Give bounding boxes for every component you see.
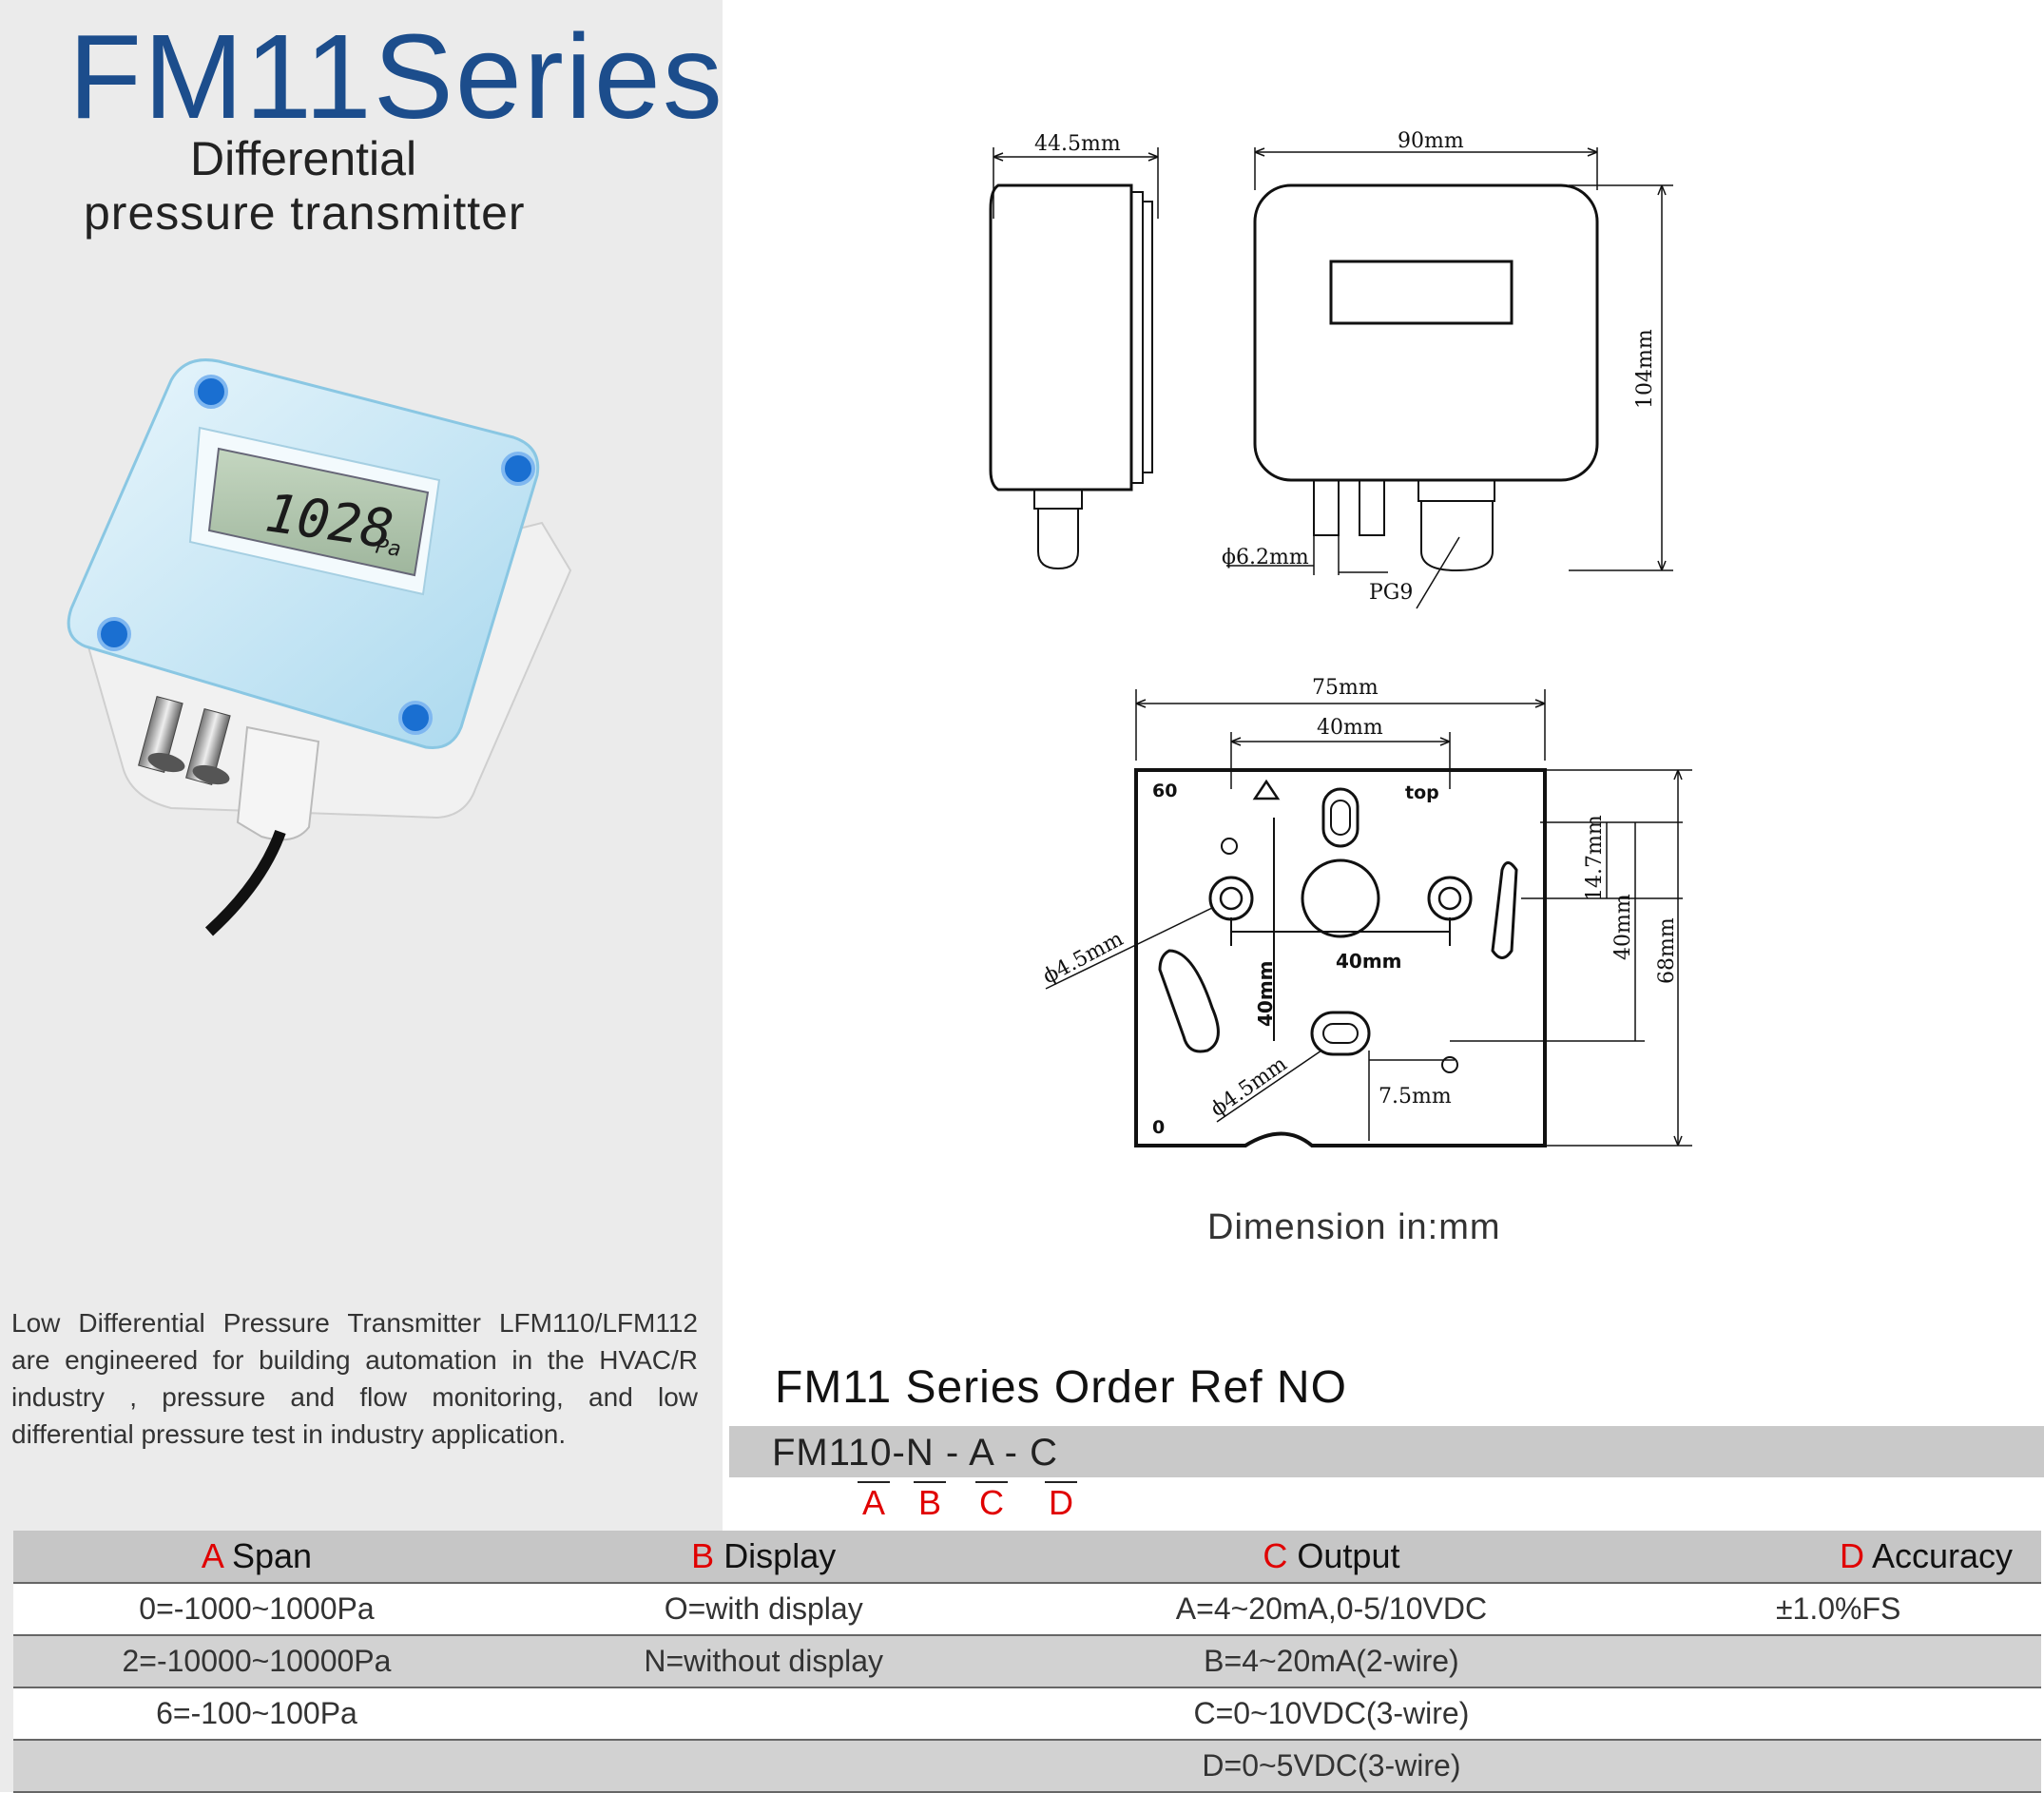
dim-back-width: 75mm xyxy=(1312,676,1379,700)
product-title: FM11Series xyxy=(68,10,724,144)
table-cell: C=0~10VDC(3-wire) xyxy=(1027,1687,1636,1741)
table-row: 6=-100~100Pa C=0~10VDC(3-wire) xyxy=(13,1687,2041,1741)
table-header-row: A Span B Display C Output D Accuracy xyxy=(13,1531,2041,1584)
dim-side-width: 44.5mm xyxy=(1034,132,1121,156)
spec-table: A Span B Display C Output D Accuracy 0=-… xyxy=(13,1531,2041,1793)
dim-vertical-spacing: 40mm xyxy=(1611,894,1635,960)
dim-hole-spacing: 40mm xyxy=(1317,716,1383,740)
table-cell: ±1.0%FS xyxy=(1635,1583,2041,1636)
screw-icon xyxy=(398,701,433,735)
table-cell: N=without display xyxy=(499,1635,1028,1688)
dim-inner-vertical: 40mm xyxy=(1254,960,1277,1027)
table-cell: 2=-10000~10000Pa xyxy=(13,1635,500,1688)
dimension-drawing-top: 44.5mm 90mm 104mm ϕ6.2mm PG9 xyxy=(989,129,1673,609)
screw-icon xyxy=(501,452,535,486)
table-cell xyxy=(499,1687,1028,1741)
table-cell: 6=-100~100Pa xyxy=(13,1687,500,1741)
product-description: Low Differential Pressure Transmitter LF… xyxy=(11,1308,698,1449)
table-cell: D=0~5VDC(3-wire) xyxy=(1027,1740,1636,1793)
table-cell xyxy=(13,1740,500,1793)
order-letter-d: D xyxy=(1045,1481,1077,1523)
table-cell xyxy=(1635,1740,2041,1793)
lcd-unit: Pa xyxy=(374,534,402,561)
order-letter-c: C xyxy=(975,1481,1008,1523)
scale-bottom: 0 xyxy=(1152,1117,1165,1138)
product-subtitle-line1: Differential xyxy=(190,132,417,185)
dimension-caption: Dimension in:mm xyxy=(1207,1207,1501,1247)
dim-offset: 14.7mm xyxy=(1583,815,1607,901)
dim-hole-diameter: ϕ4.5mm xyxy=(1039,927,1128,989)
scale-top: 60 xyxy=(1152,781,1177,801)
left-panel xyxy=(0,0,723,1792)
dim-gland: PG9 xyxy=(1369,581,1413,605)
dimension-drawing-back: 75mm 40mm 60 0 top 40mm 40mm 7.5mm ϕ4.5m… xyxy=(1039,676,1692,1147)
dim-slot-diameter: ϕ4.5mm xyxy=(1206,1052,1292,1122)
top-label: top xyxy=(1405,782,1439,803)
table-row: 2=-10000~10000Pa N=without display B=4~2… xyxy=(13,1635,2041,1688)
order-title: FM11 Series Order Ref NO xyxy=(775,1362,1347,1413)
dim-back-height: 68mm xyxy=(1655,917,1679,984)
table-cell: 0=-1000~1000Pa xyxy=(13,1583,500,1636)
screw-icon xyxy=(97,617,131,651)
table-cell xyxy=(1635,1687,2041,1741)
order-letter-a: A xyxy=(858,1481,890,1523)
order-letter-b: B xyxy=(914,1481,946,1523)
header-display: B Display xyxy=(499,1531,1028,1584)
dim-inner-horizontal: 40mm xyxy=(1336,950,1402,973)
table-row: 0=-1000~1000Pa O=with display A=4~20mA,0… xyxy=(13,1583,2041,1636)
table-cell: B=4~20mA(2-wire) xyxy=(1027,1635,1636,1688)
header-accuracy: D Accuracy xyxy=(1635,1531,2041,1584)
header-output: C Output xyxy=(1027,1531,1636,1584)
dim-front-width: 90mm xyxy=(1398,129,1464,153)
header-span: A Span xyxy=(13,1531,500,1584)
product-subtitle-line2: pressure transmitter xyxy=(84,186,526,240)
table-cell: A=4~20mA,0-5/10VDC xyxy=(1027,1583,1636,1636)
table-cell: O=with display xyxy=(499,1583,1028,1636)
triangle-up-icon xyxy=(1252,779,1281,800)
product-image: 1028 Pa xyxy=(67,358,572,936)
dim-slot: 7.5mm xyxy=(1379,1085,1452,1109)
dim-port-diameter: ϕ6.2mm xyxy=(1222,546,1309,569)
table-cell xyxy=(1635,1635,2041,1688)
table-cell xyxy=(499,1740,1028,1793)
table-row: D=0~5VDC(3-wire) xyxy=(13,1740,2041,1793)
order-code-bar xyxy=(729,1426,2044,1477)
dim-height: 104mm xyxy=(1633,329,1657,409)
order-code: FM110-N - A - C xyxy=(772,1432,1058,1474)
screw-icon xyxy=(194,375,228,409)
